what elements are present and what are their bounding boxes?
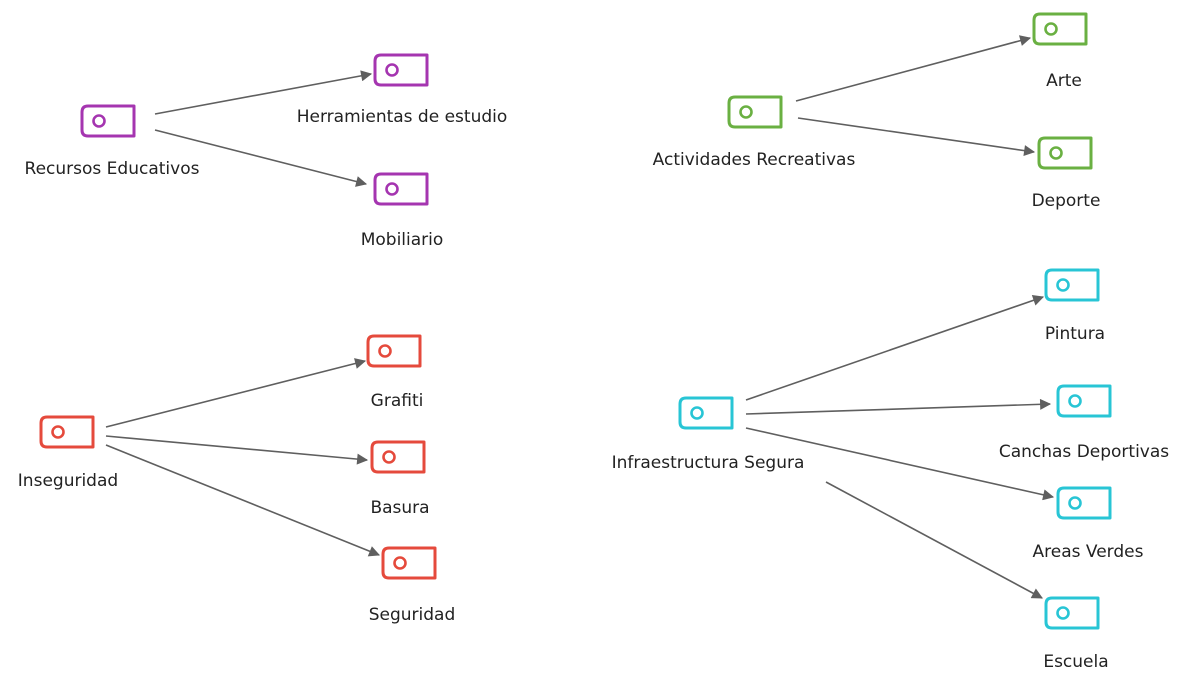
tag-icon — [727, 95, 783, 129]
tag-icon — [1044, 268, 1100, 302]
tag-icon — [678, 396, 734, 430]
node-label: Pintura — [1045, 324, 1105, 344]
node-label: Herramientas de estudio — [297, 107, 508, 127]
tag-icon — [366, 334, 422, 368]
node-herramientas[interactable]: Herramientas de estudio — [297, 53, 508, 127]
node-label: Grafiti — [371, 391, 424, 411]
edges-layer — [105, 35, 1055, 599]
node-areas-verdes[interactable]: Areas Verdes — [1033, 486, 1144, 562]
node-label: Escuela — [1043, 652, 1108, 672]
node-label: Arte — [1046, 71, 1082, 91]
tag-icon — [80, 104, 136, 138]
tag-icon — [1056, 384, 1112, 418]
node-label: Mobiliario — [361, 230, 444, 250]
node-seguridad[interactable]: Seguridad — [369, 546, 456, 625]
node-label: Deporte — [1032, 191, 1101, 211]
tag-icon — [39, 415, 95, 449]
edge-inseguridad-to-basura — [105, 435, 369, 465]
node-label: Seguridad — [369, 605, 456, 625]
edge-infraestructura-segura-to-areas-verdes — [745, 427, 1055, 501]
tag-icon — [1037, 136, 1093, 170]
tag-icon — [1044, 596, 1100, 630]
edge-infraestructura-segura-to-pintura — [745, 295, 1045, 401]
tag-icon — [373, 172, 429, 206]
edge-actividades-recreativas-to-arte — [795, 35, 1032, 102]
node-escuela[interactable]: Escuela — [1043, 596, 1109, 672]
node-label: Areas Verdes — [1033, 542, 1144, 562]
nodes-layer: Recursos Educativos Herramientas de estud… — [18, 12, 1169, 672]
tag-icon — [373, 53, 429, 87]
node-label: Recursos Educativos — [25, 159, 200, 179]
tag-icon — [370, 440, 426, 474]
edge-inseguridad-to-grafiti — [105, 358, 367, 428]
node-label: Canchas Deportivas — [999, 442, 1169, 462]
node-label: Inseguridad — [18, 471, 118, 491]
node-basura[interactable]: Basura — [370, 440, 430, 518]
tag-icon — [381, 546, 437, 580]
edge-infraestructura-segura-to-escuela — [825, 481, 1043, 599]
edge-infraestructura-segura-to-canchas — [745, 398, 1052, 415]
tag-icon — [1032, 12, 1088, 46]
edge-inseguridad-to-seguridad — [105, 444, 381, 557]
node-inseguridad[interactable]: Inseguridad — [18, 415, 118, 491]
node-actividades-recreativas[interactable]: Actividades Recreativas — [653, 95, 856, 170]
edge-recursos-educativos-to-herramientas — [154, 70, 373, 115]
edge-recursos-educativos-to-mobiliario — [154, 129, 368, 187]
node-infraestructura-segura[interactable]: Infraestructura Segura — [612, 396, 805, 473]
node-mobiliario[interactable]: Mobiliario — [361, 172, 444, 250]
node-label: Infraestructura Segura — [612, 453, 805, 473]
node-pintura[interactable]: Pintura — [1044, 268, 1105, 344]
node-label: Basura — [370, 498, 429, 518]
node-arte[interactable]: Arte — [1032, 12, 1088, 91]
node-canchas[interactable]: Canchas Deportivas — [999, 384, 1169, 462]
node-deporte[interactable]: Deporte — [1032, 136, 1101, 211]
node-label: Actividades Recreativas — [653, 150, 856, 170]
node-recursos-educativos[interactable]: Recursos Educativos — [25, 104, 200, 179]
tag-icon — [1056, 486, 1112, 520]
edge-actividades-recreativas-to-deporte — [797, 117, 1036, 157]
node-grafiti[interactable]: Grafiti — [366, 334, 424, 411]
